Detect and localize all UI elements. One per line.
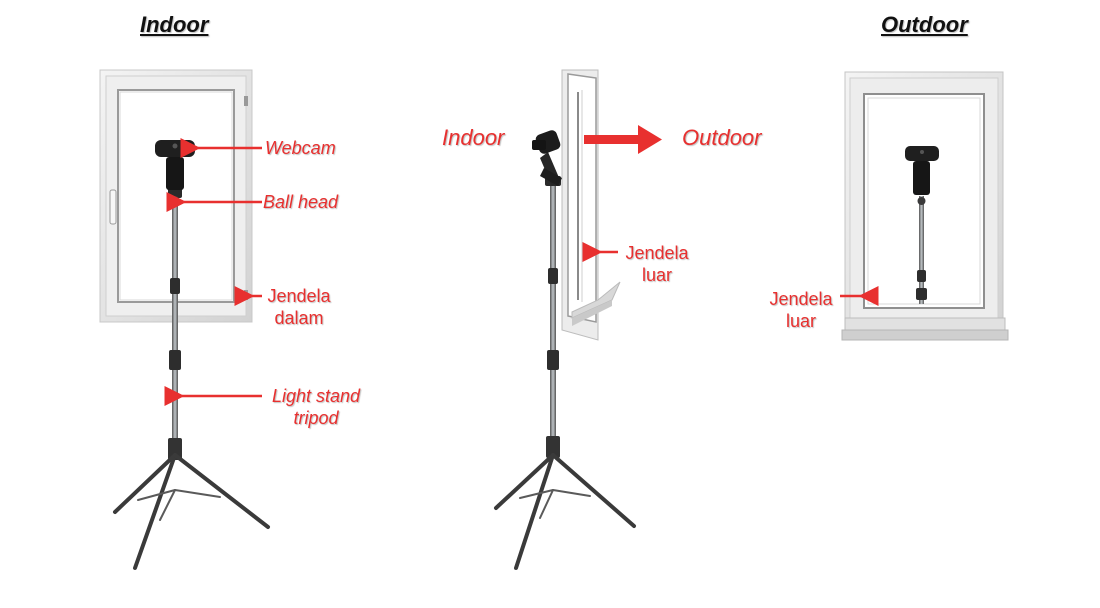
side-outer-window <box>562 70 620 340</box>
label-outer-window-front-line1: Jendela <box>764 288 838 310</box>
label-light-stand-line1: Light stand <box>262 385 370 407</box>
label-inner-window-line2: dalam <box>262 307 336 329</box>
label-outer-window-front-line2: luar <box>764 310 838 332</box>
label-outer-window-front: Jendela luar <box>764 288 838 332</box>
label-light-stand: Light stand tripod <box>262 385 370 429</box>
side-webcam-mount <box>532 129 562 186</box>
heading-outdoor: Outdoor <box>881 12 968 38</box>
label-ball-head: Ball head <box>263 191 338 213</box>
label-outer-window-side-line1: Jendela <box>620 242 694 264</box>
label-outer-window-side: Jendela luar <box>620 242 694 286</box>
label-webcam: Webcam <box>265 137 336 159</box>
label-outer-window-side-line2: luar <box>620 264 694 286</box>
window-handle-icon <box>110 190 116 224</box>
label-inner-window-line1: Jendela <box>262 285 336 307</box>
heading-indoor: Indoor <box>140 12 208 38</box>
label-side-outdoor: Outdoor <box>682 127 762 149</box>
label-inner-window: Jendela dalam <box>262 285 336 329</box>
label-light-stand-line2: tripod <box>262 407 370 429</box>
label-side-indoor: Indoor <box>442 127 504 149</box>
